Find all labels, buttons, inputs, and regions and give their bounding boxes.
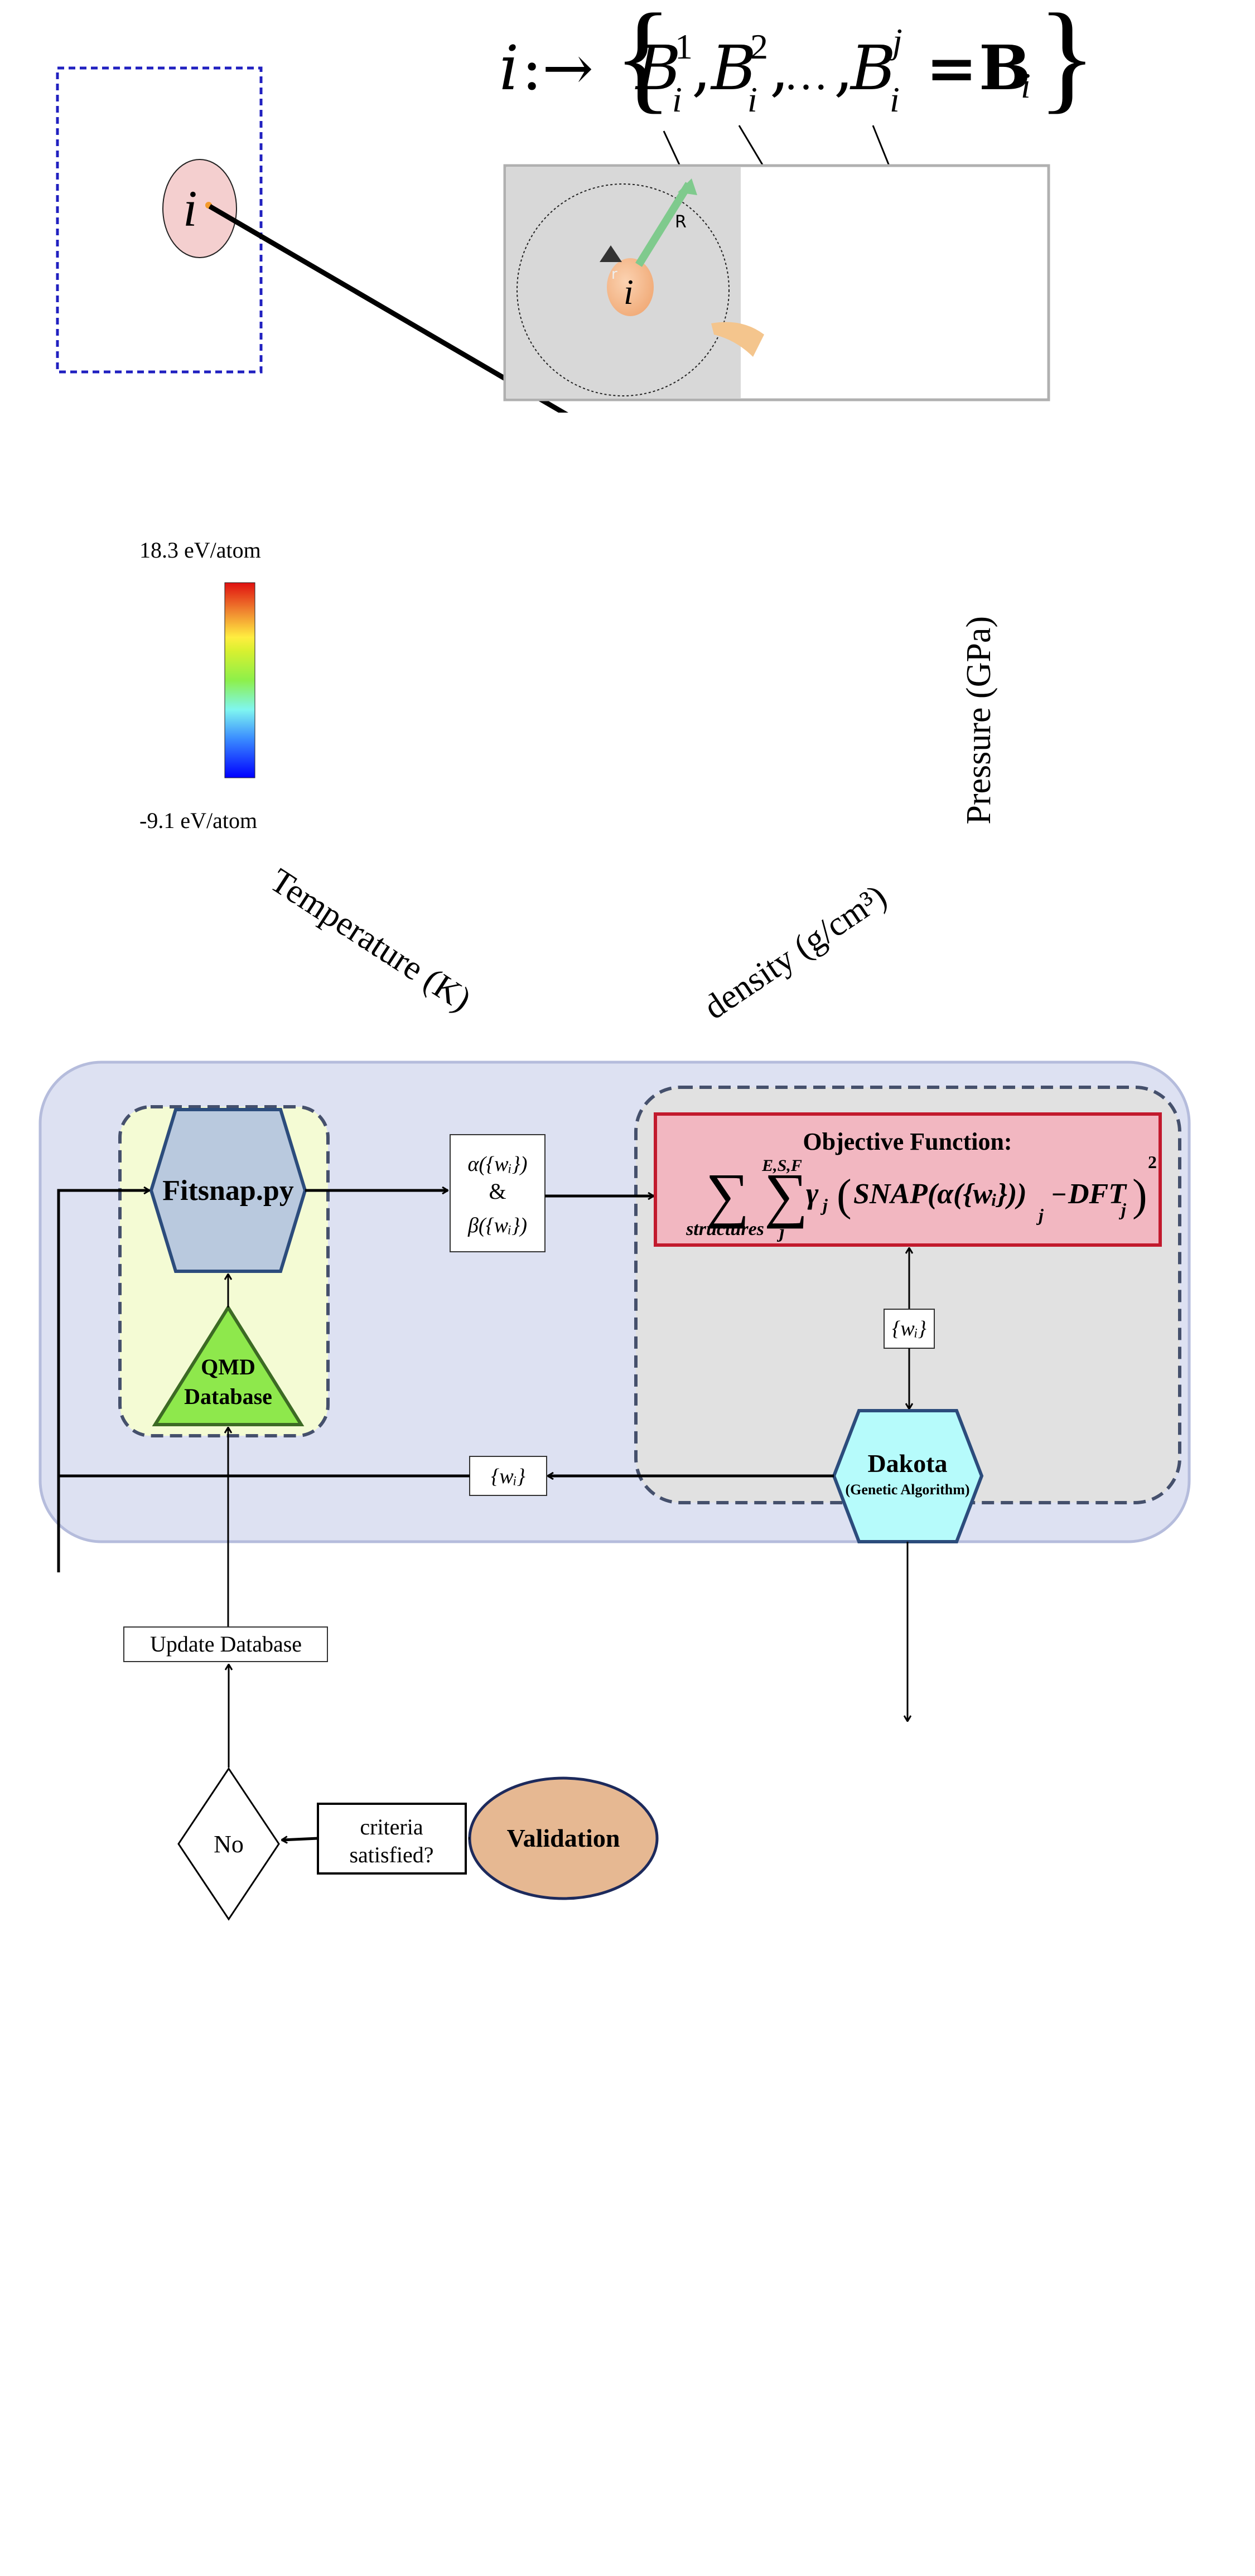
term-j-base: B [849,32,896,104]
fitsnap-node[interactable] [149,1108,307,1273]
radius-label-r: r [611,266,617,283]
snap-term: SNAP(α({wᵢ})) [853,1178,1027,1210]
y-axis-title: density (g/cm³) [697,878,894,1027]
equation-lhs: i [499,32,519,104]
panel-optimization-flowchart: Fitsnap.py QMD Database α({wᵢ}) & β({wᵢ}… [0,1054,1255,2046]
left-brace: { [614,0,673,124]
beta-label: β({wᵢ}) [467,1214,527,1237]
result-base: B [979,32,1031,104]
center-atom [607,258,654,316]
criteria-label-line1: criteria [360,1814,423,1839]
sum-structures-index: structures [686,1219,764,1239]
alpha-beta-box [450,1134,546,1252]
colorbar [224,582,255,778]
criteria-box[interactable] [317,1803,467,1875]
ampersand-label: & [489,1179,506,1204]
x-axis-title: Temperature (K) [263,861,477,1019]
simulation-cell-boundary [56,66,263,374]
feedback-into-fitsnap [57,1190,149,1572]
equals-sign: = [926,32,977,104]
zoom-arrow [208,204,632,454]
objective-function-box [654,1112,1162,1247]
term-j-sub: i [890,80,900,119]
panel-descriptor-fingerprint: i i :→ { B 1 i , B 2 i , … , B j i = B i… [0,0,1255,454]
weights-label-horizontal: {wᵢ} [491,1465,525,1488]
cutoff-arrowhead [678,178,697,195]
comma-1: , [692,32,711,104]
term-2-base: B [710,32,756,104]
alpha-label: α({wᵢ}) [467,1153,527,1176]
validation-label: Validation [507,1824,620,1852]
term-1-sub: i [672,80,682,119]
equation-arrow: :→ [522,32,593,104]
cutoff-sphere [517,183,730,396]
r-arrowhead [600,245,622,262]
term-2-sup: 2 [750,27,768,66]
dft-term: DFT [1068,1178,1127,1210]
qmd-label-line2: Database [184,1384,272,1409]
transform-arrow [711,322,764,357]
sum-j-symbol: ∑ [764,1161,808,1229]
radius-label-R: R [675,212,687,232]
bispectrum-equation: i :→ { B 1 i , B 2 i , … , B j i = B i } [499,0,1097,124]
minus-sign: − [1051,1180,1066,1209]
open-paren: ( [837,1171,852,1220]
criteria-label-line2: satisfied? [349,1842,433,1867]
weights-label-vertical: {wᵢ} [892,1317,926,1340]
z-axis-title: Pressure (GPa) [960,616,998,825]
term-1-sup: 1 [675,27,693,66]
close-paren: ) [1132,1171,1147,1220]
sum-j-upper: E,S,F [761,1156,802,1175]
descriptor-illustration: i i :→ { B 1 i , B 2 i , … , B j i = B i… [56,0,1097,454]
center-atom-label: i [624,272,634,312]
right-brace: } [1037,0,1097,124]
comma-2: , [770,32,789,104]
dakota-label: Dakota [867,1449,947,1478]
no-label: No [214,1831,244,1858]
sum-structures-symbol: ∑ [706,1161,749,1229]
qmd-label-line1: QMD [201,1354,255,1379]
criteria-to-no-arrow [282,1838,318,1840]
weights-box-horizontal [469,1456,547,1496]
result-sub: i [1021,66,1031,105]
fitsnap-label: Fitsnap.py [162,1175,294,1207]
cutoff-radius-arrow [635,182,692,267]
highlighted-atom-i [162,159,237,258]
gamma-symbol: γ [806,1176,819,1210]
colorbar-max-label: 18.3 eV/atom [139,538,261,563]
weights-box-vertical [884,1309,935,1349]
update-database-box[interactable] [123,1626,328,1662]
square-exponent: 2 [1148,1152,1157,1172]
atom-i-label: i [183,180,197,237]
panel-energy-3d-scatter: 18.3 eV/atom -9.1 eV/atom Pressure (GPa)… [0,457,1255,1048]
dakota-sublabel: (Genetic Algorithm) [845,1481,969,1498]
comma-3: , [834,32,853,104]
term-1-base: B [635,32,681,104]
qmd-database-node[interactable] [152,1304,305,1426]
no-decision[interactable] [177,1767,280,1921]
objective-title: Objective Function: [803,1128,1012,1155]
ellipsis: … [784,50,828,99]
colorbar-min-label: -9.1 eV/atom [139,808,257,833]
update-database-label: Update Database [150,1631,302,1657]
energy-3d-scatter-chart: 18.3 eV/atom -9.1 eV/atom Pressure (GPa)… [139,538,998,1027]
optimization-flowchart: Fitsnap.py QMD Database α({wᵢ}) & β({wᵢ}… [38,1061,1191,1921]
term-2-sub: i [747,80,757,119]
